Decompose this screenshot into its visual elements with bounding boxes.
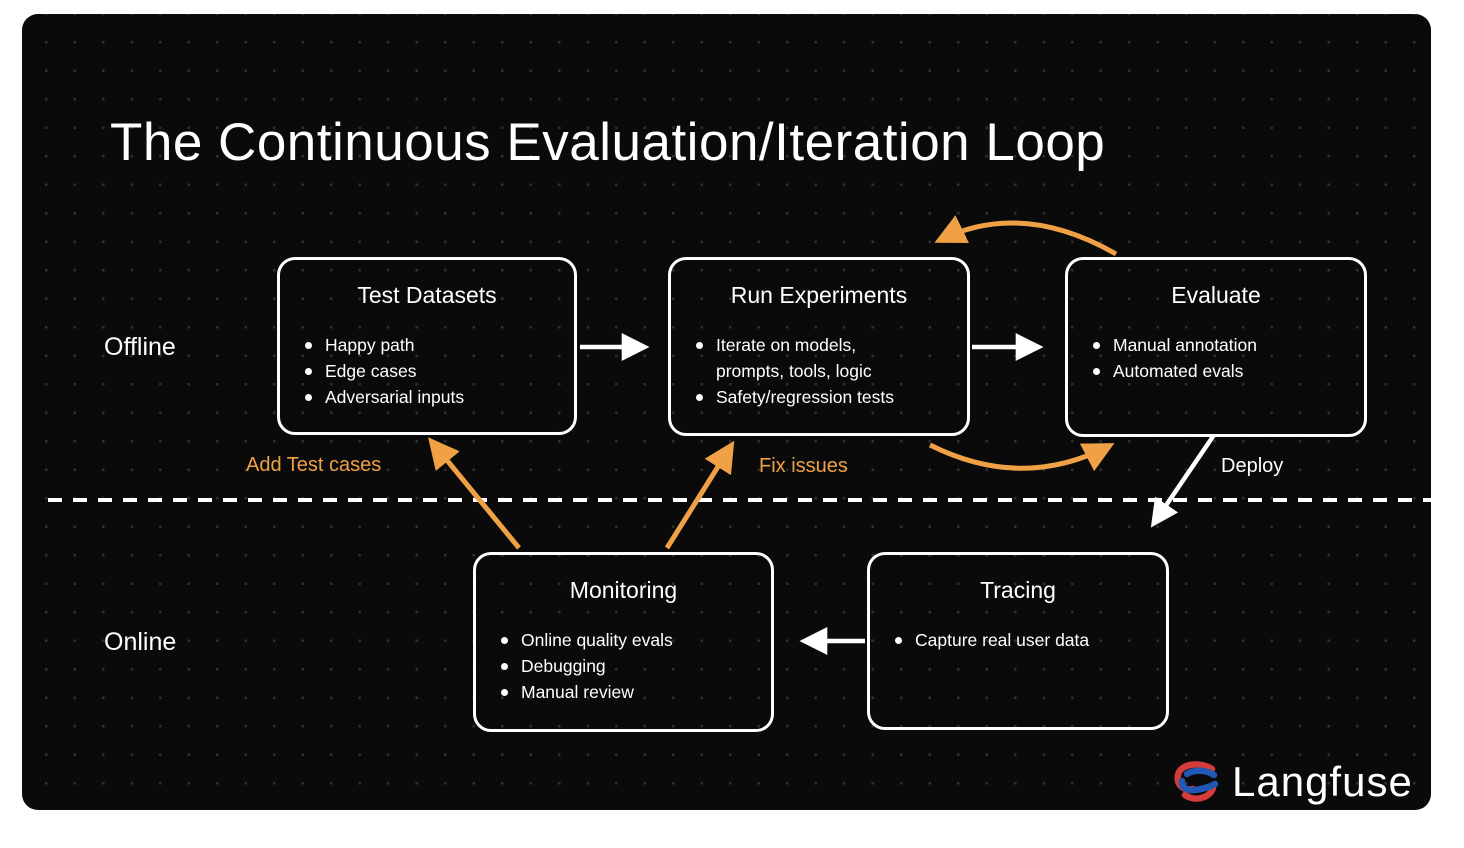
bullet-item: Online quality evals (501, 627, 761, 653)
slide-title: The Continuous Evaluation/Iteration Loop (110, 113, 1106, 172)
edge-label-add-test-cases: Add Test cases (246, 454, 382, 476)
offline-section-label: Offline (104, 333, 176, 361)
node-tracing-title: Tracing (980, 577, 1056, 603)
node-monitoring-title: Monitoring (569, 577, 678, 603)
node-evaluate: Evaluate Manual annotation Automated eva… (1065, 257, 1367, 437)
node-monitoring: Monitoring Online quality evals Debuggin… (473, 552, 774, 732)
bullet-item: Safety/regression tests (696, 384, 921, 410)
bullet-item: Iterate on models, prompts, tools, logic (696, 332, 921, 384)
bullet-item: Manual annotation (1093, 332, 1354, 358)
bullet-item: Edge cases (305, 358, 564, 384)
node-evaluate-title: Evaluate (1171, 282, 1261, 308)
slide-card: The Continuous Evaluation/Iteration Loop… (22, 14, 1452, 810)
brand-name: Langfuse (1232, 758, 1413, 805)
node-evaluate-bullets: Manual annotation Automated evals (1068, 332, 1364, 384)
bullet-item: Manual review (501, 679, 761, 705)
bullet-item: Adversarial inputs (305, 384, 564, 410)
edge-label-fix-issues: Fix issues (759, 455, 848, 477)
arrow-loop-evaluate-to-run-experiments-top (934, 215, 1118, 257)
bullet-item: Debugging (501, 653, 761, 679)
bullet-item: Capture real user data (895, 627, 1156, 653)
node-run-experiments-title: Run Experiments (730, 282, 908, 308)
langfuse-knot-icon (1174, 761, 1219, 802)
brand-lockup: Langfuse (1170, 756, 1413, 808)
node-test-datasets-bullets: Happy path Edge cases Adversarial inputs (280, 332, 574, 410)
node-monitoring-bullets: Online quality evals Debugging Manual re… (476, 627, 771, 705)
arrow-monitoring-to-test-datasets (428, 437, 521, 550)
node-tracing: Tracing Capture real user data (867, 552, 1169, 730)
node-test-datasets: Test Datasets Happy path Edge cases Adve… (277, 257, 577, 435)
online-section-label: Online (104, 628, 177, 656)
node-tracing-bullets: Capture real user data (870, 627, 1166, 653)
arrow-monitoring-to-run-experiments (664, 440, 735, 550)
bullet-item: Happy path (305, 332, 564, 358)
bullet-item: Automated evals (1093, 358, 1354, 384)
arrow-deploy-evaluate-to-tracing (1150, 433, 1216, 528)
node-run-experiments-bullets: Iterate on models, prompts, tools, logic… (671, 332, 967, 410)
node-test-datasets-title: Test Datasets (357, 282, 497, 308)
edge-label-deploy: Deploy (1221, 455, 1284, 477)
node-run-experiments: Run Experiments Iterate on models, promp… (668, 257, 970, 436)
arrow-loop-run-experiments-to-evaluate-bottom (928, 442, 1115, 472)
